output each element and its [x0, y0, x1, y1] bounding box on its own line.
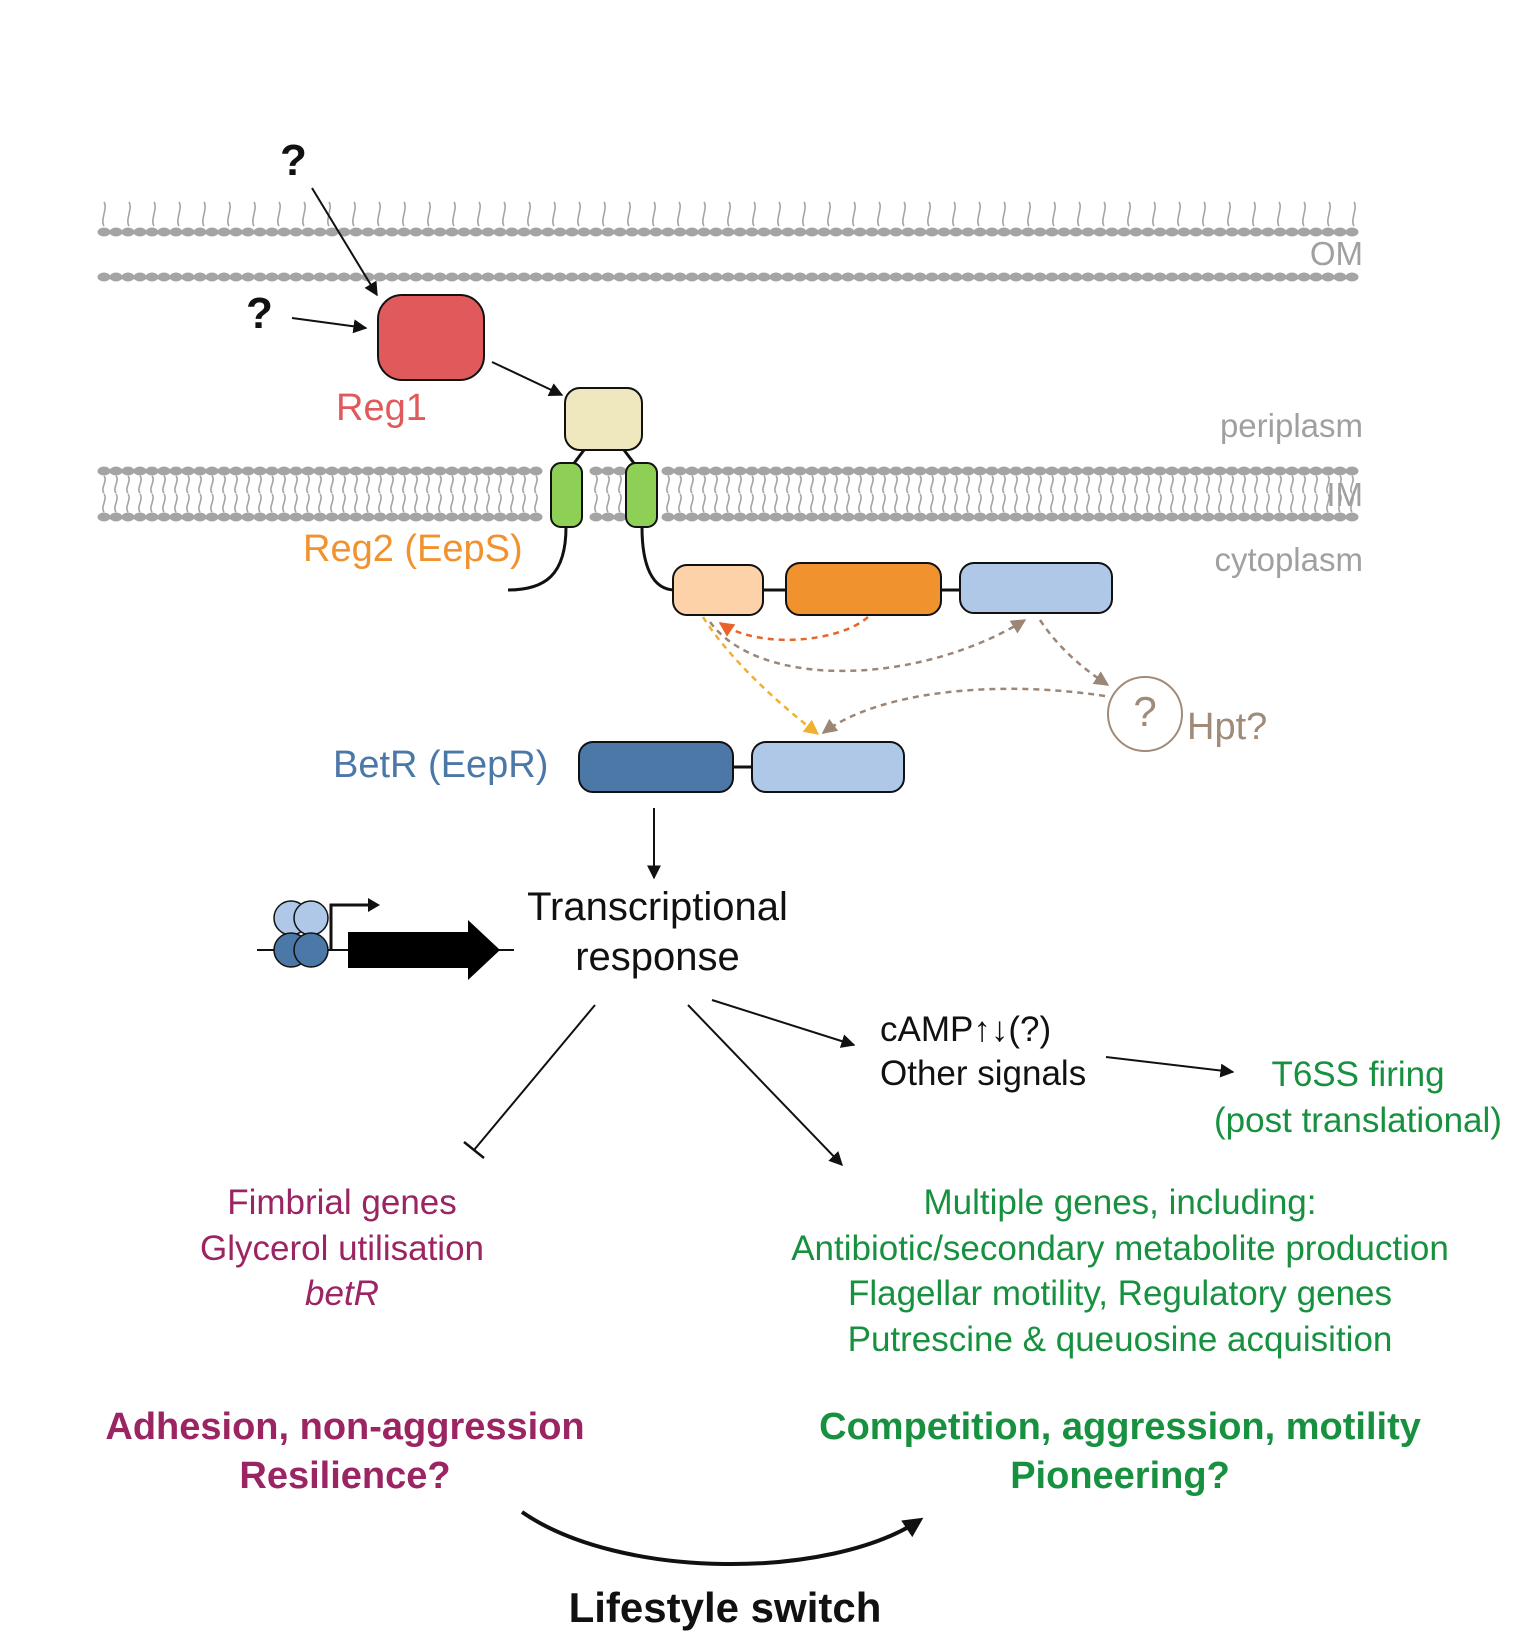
- periplasm-label: periplasm: [1219, 407, 1363, 444]
- unknown-signal-top: ?: [280, 136, 307, 185]
- repressed-line3: betR: [305, 1274, 379, 1313]
- hpt-label: Hpt?: [1187, 706, 1268, 748]
- signals-label: cAMP↑↓(?) Other signals: [880, 1008, 1086, 1096]
- phenotype-left: Adhesion, non-aggression Resilience?: [60, 1403, 630, 1502]
- unknown-signal-left: ?: [246, 289, 273, 338]
- t6ss-line2: (post translational): [1214, 1100, 1502, 1140]
- reg1-to-reg2-arrow: [491, 361, 564, 396]
- signals-line2: Other signals: [880, 1053, 1087, 1093]
- reg2-tm-helix-left: [550, 462, 583, 528]
- lifestyle-switch-label: Lifestyle switch: [568, 1584, 882, 1631]
- phenotype-right: Competition, aggression, motility Pionee…: [760, 1403, 1480, 1502]
- repressed-genes-list: Fimbrial genes Glycerol utilisation betR: [162, 1180, 522, 1317]
- t6ss-line1: T6SS firing: [1271, 1055, 1445, 1094]
- signal-arrow-top: [311, 187, 378, 297]
- om-label: OM: [1309, 235, 1363, 272]
- reg2-domain-peach: [672, 564, 764, 616]
- t6ss-label: T6SS firing (post translational): [1203, 1052, 1513, 1143]
- reg1-label: Reg1: [336, 387, 427, 429]
- betr-domain-dark: [578, 741, 734, 793]
- im-label: IM: [1326, 476, 1363, 513]
- gene-promoter-icon: [257, 898, 514, 980]
- reg2-label: Reg2 (EepS): [303, 528, 523, 570]
- phenotype-left-line1: Adhesion, non-aggression: [105, 1406, 585, 1448]
- hpt-question: ?: [1133, 688, 1157, 735]
- activated-line4: Putrescine & queuosine acquisition: [847, 1319, 1393, 1359]
- relay-arrow-brown-1: [708, 618, 1027, 673]
- activation-arrow: [687, 1004, 843, 1167]
- activated-genes-list: Multiple genes, including: Antibiotic/se…: [740, 1180, 1500, 1362]
- transcriptional-line1: Transcriptional: [527, 885, 788, 929]
- phenotype-right-line2: Pioneering?: [1010, 1455, 1230, 1498]
- phenotype-left-line2: Resilience?: [239, 1455, 451, 1498]
- hpt-circle: [1107, 676, 1183, 752]
- activated-line2: Antibiotic/secondary metabolite producti…: [791, 1228, 1449, 1268]
- betr-domain-light: [751, 741, 905, 793]
- repression-bar: [463, 1141, 485, 1159]
- reg2-domain-orange: [785, 562, 942, 616]
- activated-line3: Flagellar motility, Regulatory genes: [847, 1274, 1393, 1313]
- reg2-tail-right: [640, 526, 676, 592]
- t6ss-arrow: [1105, 1056, 1235, 1078]
- relay-arrow-brown-3: [821, 687, 1106, 734]
- phenotype-right-line1: Competition, aggression, motility: [819, 1406, 1421, 1448]
- signal-arrow-left: [291, 317, 368, 334]
- reg2-tm-helix-right: [625, 462, 658, 528]
- signals-line1: cAMP↑↓(?): [880, 1010, 1052, 1049]
- repressed-line1: Fimbrial genes: [227, 1183, 457, 1222]
- cytoplasm-label: cytoplasm: [1214, 541, 1363, 578]
- outer-membrane: [97, 201, 1359, 282]
- reg2-sensor-domain: [564, 387, 643, 451]
- inner-membrane: [97, 466, 1359, 522]
- transcriptional-line2: response: [575, 935, 740, 979]
- relay-arrow-orange: [718, 616, 869, 642]
- transcriptional-response-label: Transcriptional response: [505, 882, 810, 982]
- signals-arrow: [711, 999, 856, 1048]
- reg2-domain-blue: [959, 562, 1113, 614]
- relay-arrow-yellow: [701, 616, 820, 735]
- reg2-tail-left: [507, 526, 568, 592]
- reg1-protein: [377, 294, 485, 381]
- relay-arrow-brown-2: [1038, 619, 1110, 687]
- activated-line1: Multiple genes, including:: [923, 1183, 1317, 1222]
- betr-label: BetR (EepR): [333, 744, 549, 786]
- lifestyle-switch-arrow: [520, 1510, 924, 1567]
- repression-line: [473, 1004, 596, 1151]
- repressed-line2: Glycerol utilisation: [200, 1228, 484, 1268]
